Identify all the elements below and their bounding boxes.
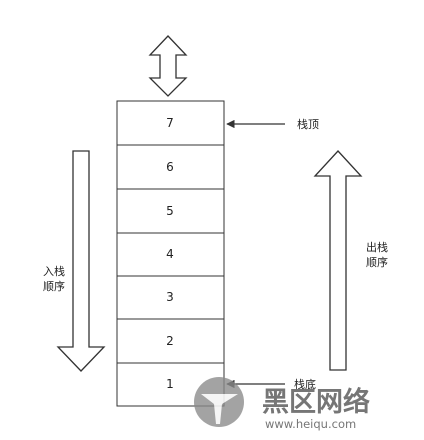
push-order-label-line1: 入栈: [43, 264, 65, 278]
stack-cell-value: 1: [166, 377, 174, 391]
stack-cell-value: 3: [166, 290, 174, 304]
top-label: 栈顶: [297, 117, 319, 131]
watermark-url: www.heiqu.com: [265, 417, 356, 431]
stack-cell-value: 4: [166, 247, 174, 261]
stack-cell: [116, 188, 225, 234]
watermark-brand: 黑区网络: [262, 386, 370, 418]
stack-cell: [116, 318, 225, 364]
bottom-label: 栈底: [294, 377, 316, 391]
watermark: 黑区网络 www.heiqu.com: [194, 377, 370, 431]
pop-order-label-line1: 出栈: [366, 240, 388, 254]
watermark-logo-icon: [194, 377, 244, 427]
stack-cell: [116, 144, 225, 190]
stack-cell-value: 5: [166, 204, 174, 218]
stack-cell-labels: 7 6 5 4 3 2 1: [166, 116, 174, 391]
pop-order-arrow-icon: [313, 150, 363, 371]
push-order-label-line2: 顺序: [43, 279, 65, 293]
stack-cell-value: 7: [166, 116, 174, 130]
stack-cell-value: 2: [166, 334, 174, 348]
stack-cell-value: 6: [166, 160, 174, 174]
stack-cell: [116, 232, 225, 277]
push-order-arrow-icon: [56, 150, 106, 372]
stack-cell: [116, 100, 225, 146]
pop-order-label-line2: 顺序: [366, 255, 388, 269]
push-pop-double-arrow-icon: [148, 35, 188, 97]
